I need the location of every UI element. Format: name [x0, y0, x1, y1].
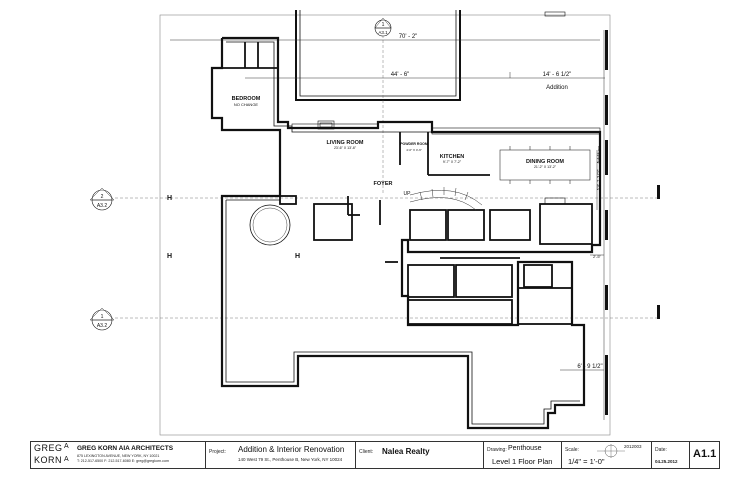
client-cell: Client: Nalea Realty — [355, 442, 483, 468]
project-cell: Project: Addition & Interior Renovation … — [205, 442, 355, 468]
project-address: 140 West 79 St., Penthouse B, New York, … — [238, 457, 343, 462]
scale-cell: Scale: 1/4" = 1'-0" 2012003 — [561, 442, 651, 468]
dimension-lines — [170, 30, 605, 420]
dim-addition-label: Addition — [546, 85, 568, 91]
svg-text:A3.1: A3.1 — [378, 30, 388, 35]
section-lines — [110, 35, 657, 319]
bedroom-note: NO CHANGE — [234, 102, 259, 107]
scale-value: 1/4" = 1'-0" — [568, 457, 605, 466]
interior-walls — [222, 42, 593, 325]
date-cell: Date: 04.25.2012 — [651, 442, 689, 468]
dining-room-dims: 21'-2" X 13'-2" — [534, 165, 557, 169]
dim-addition-width: 14' - 6 1/2" — [543, 72, 572, 78]
sheet-cell: A1.1 — [689, 442, 720, 468]
section-marker-left-upper: 2 A3.2 — [89, 187, 115, 211]
drawing-cell: Drawing: Penthouse Level 1 Floor Plan — [483, 442, 561, 468]
title-block: GREG A KORN A GREG KORN AIA ARCHITECTS 8… — [30, 441, 720, 469]
living-room-dims: 23'-6" X 13'-6" — [334, 146, 357, 150]
dim-lower-right: 6' - 9 1/2" — [577, 364, 602, 370]
sheet-number: A1.1 — [693, 448, 717, 460]
dining-room-label: DINING ROOM — [526, 159, 564, 165]
svg-text:H: H — [295, 253, 300, 260]
room-labels: BEDROOM NO CHANGE LIVING ROOM 23'-6" X 1… — [232, 96, 565, 197]
addition-outline — [295, 10, 461, 101]
svg-text:H: H — [167, 253, 172, 260]
drawing-title-1: Penthouse — [508, 445, 542, 452]
right-wall-segments — [544, 11, 660, 415]
stair-up-label: UP — [404, 191, 412, 197]
dim-mid-overall: 44' - 6" — [391, 72, 410, 78]
svg-text:2: 2 — [101, 194, 104, 200]
dim-top-overall: 70' - 2" — [399, 34, 418, 40]
date-value: 04.25.2012 — [655, 459, 678, 464]
section-marker-top: 1 A3.1 — [374, 17, 392, 37]
dim-right-addition: Addition — [597, 146, 603, 164]
foyer-label: FOYER — [374, 181, 393, 187]
living-room-label: LIVING ROOM — [327, 140, 364, 146]
project-name: Addition & Interior Renovation — [238, 445, 345, 454]
exterior-walls — [210, 36, 602, 430]
round-feature — [249, 204, 291, 246]
svg-text:1: 1 — [101, 314, 104, 320]
project-number: 2012003 — [624, 444, 642, 449]
section-marker-left-lower: 1 A3.2 — [89, 307, 115, 331]
dim-right-vertical: 13'-7 1/2" — [597, 169, 603, 190]
svg-text:1: 1 — [382, 22, 385, 28]
svg-text:A3.2: A3.2 — [97, 323, 108, 329]
stair — [409, 187, 483, 211]
kitchen-label: KITCHEN — [440, 154, 464, 160]
north-arrow-icon — [597, 444, 625, 458]
property-line — [159, 14, 611, 436]
firm-logo: GREG A KORN A — [34, 443, 69, 465]
dining-table — [499, 146, 591, 184]
powder-room-label: POWDER ROOM — [400, 142, 428, 146]
column-marks: H H H — [167, 195, 300, 260]
client-name: Nalea Realty — [382, 447, 430, 456]
drawing-title-2: Level 1 Floor Plan — [492, 457, 553, 466]
bedroom-label: BEDROOM — [232, 96, 261, 102]
svg-text:H: H — [167, 195, 172, 202]
svg-text:A3.2: A3.2 — [97, 203, 108, 209]
powder-room-dims: 4'-0" X 4'-6" — [406, 148, 422, 152]
windows — [291, 120, 601, 205]
kitchen-dims: 9'-7" X 7'-2" — [443, 160, 462, 164]
dim-right-small: 2'-5" — [593, 254, 602, 259]
dimension-text: 70' - 2" 44' - 6" 14' - 6 1/2" Addition … — [391, 34, 603, 370]
firm-info: GREG KORN AIA ARCHITECTS 875 LEXINGTON A… — [77, 445, 174, 463]
